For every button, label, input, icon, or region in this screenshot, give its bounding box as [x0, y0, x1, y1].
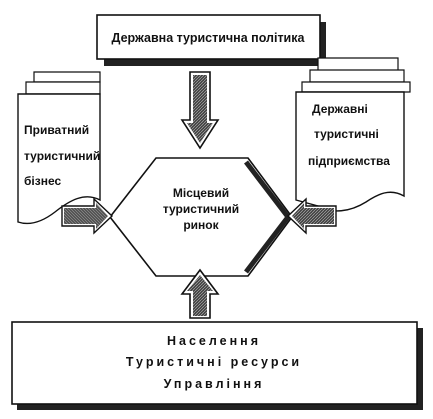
center-hexagon-line-1: Місцевий — [173, 186, 229, 200]
right-document-line-3: підприємства — [308, 154, 390, 168]
bottom-box-line-3: Управління — [164, 377, 265, 391]
bottom-box: Населення Туристичні ресурси Управління — [11, 321, 423, 410]
right-document-line-1: Державні — [312, 102, 368, 116]
left-document-line-2: туристичний — [24, 149, 100, 163]
top-box-label: Державна туристична політика — [112, 31, 306, 45]
arrow-right-in — [286, 197, 337, 235]
center-hexagon: Місцевий туристичний ринок — [108, 157, 293, 277]
arrow-left-in — [61, 197, 114, 235]
left-document-stack: Приватний туристичний бізнес — [17, 71, 101, 225]
bottom-box-line-2: Туристичні ресурси — [126, 355, 302, 369]
top-box: Державна туристична політика — [96, 14, 326, 66]
bottom-box-line-1: Населення — [167, 334, 261, 348]
left-document-line-3: бізнес — [24, 174, 61, 188]
right-document-line-2: туристичні — [314, 127, 379, 141]
arrow-bottom-up — [180, 268, 220, 319]
center-hexagon-line-3: ринок — [183, 218, 219, 232]
right-document-stack: Державні туристичні підприємства — [295, 57, 411, 212]
left-document-line-1: Приватний — [24, 123, 89, 137]
arrow-top-down — [180, 71, 220, 150]
center-hexagon-line-2: туристичний — [163, 202, 239, 216]
